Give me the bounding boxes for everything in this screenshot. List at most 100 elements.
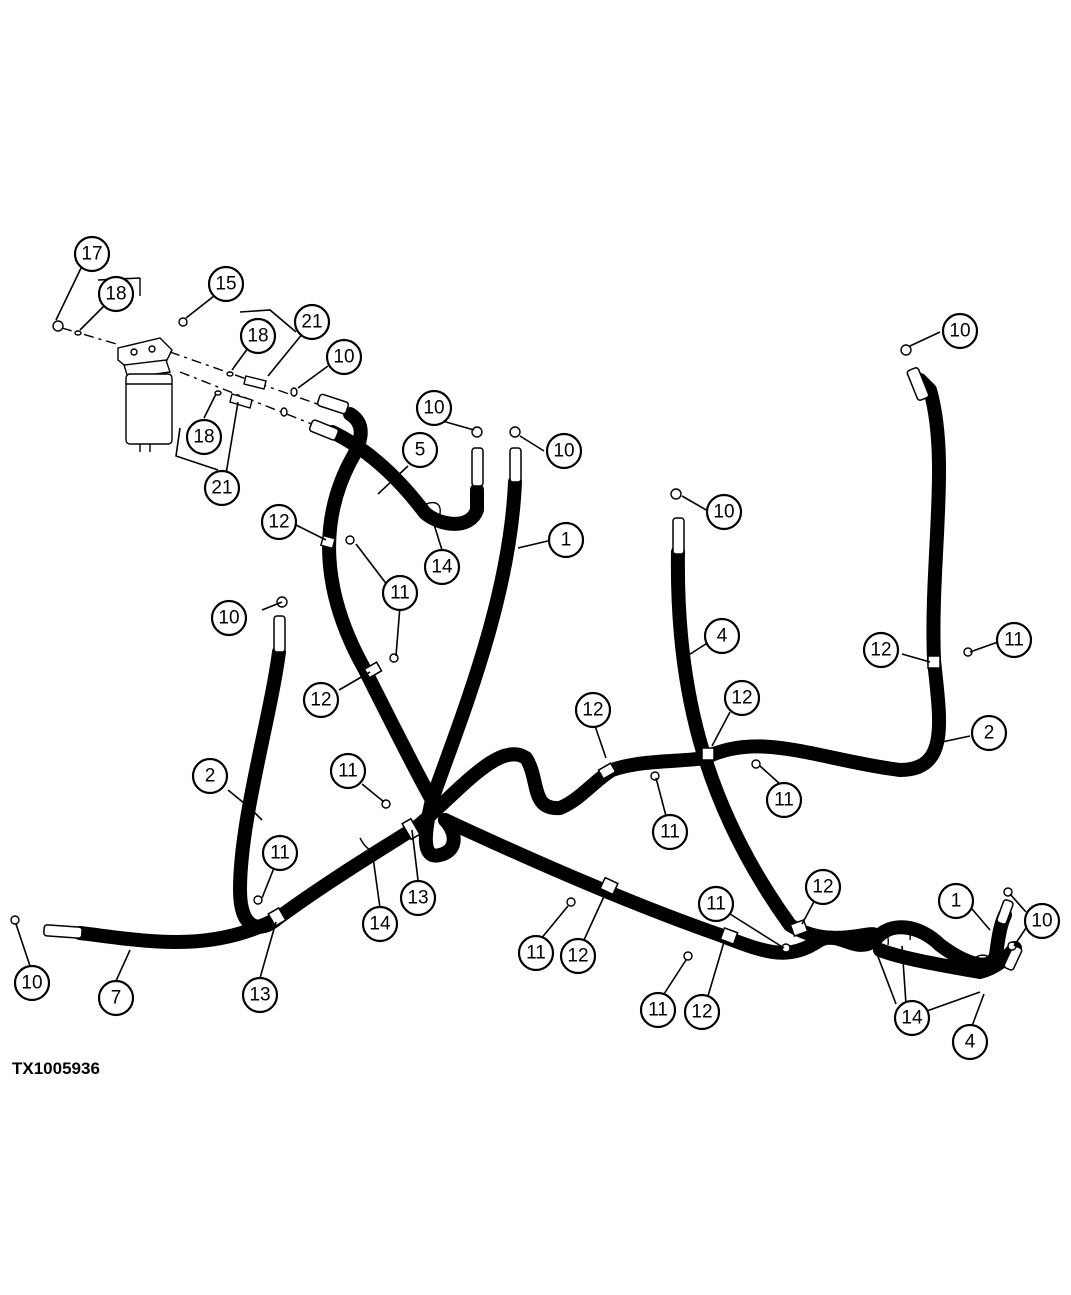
callout-18: 18 bbox=[239, 317, 277, 355]
hose-1-end bbox=[868, 908, 1012, 972]
callout-label: 12 bbox=[310, 690, 331, 711]
fuel-filter-assembly bbox=[117, 337, 173, 452]
callout-1: 1 bbox=[937, 882, 975, 920]
callout-label: 11 bbox=[1004, 630, 1024, 651]
callout-11: 11 bbox=[651, 813, 689, 851]
callout-label: 11 bbox=[660, 822, 680, 843]
callout-label: 12 bbox=[691, 1002, 712, 1023]
callout-12: 12 bbox=[260, 503, 298, 541]
callout-label: 10 bbox=[218, 608, 239, 629]
callout-label: 14 bbox=[369, 914, 391, 935]
callout-label: 12 bbox=[567, 946, 588, 967]
callout-label: 11 bbox=[774, 790, 794, 811]
callout-2: 2 bbox=[191, 757, 229, 795]
hoses bbox=[73, 373, 1022, 979]
callout-21: 21 bbox=[203, 469, 241, 507]
callout-11: 11 bbox=[517, 934, 555, 972]
callout-12: 12 bbox=[804, 868, 842, 906]
callout-13: 13 bbox=[399, 879, 437, 917]
callout-10: 10 bbox=[545, 432, 583, 470]
callout-12: 12 bbox=[559, 937, 597, 975]
callout-11: 11 bbox=[329, 752, 367, 790]
callout-label: 10 bbox=[553, 441, 574, 462]
callout-label: 10 bbox=[949, 321, 970, 342]
callout-label: 12 bbox=[268, 512, 289, 533]
callout-label: 1 bbox=[561, 530, 572, 551]
callout-label: 10 bbox=[21, 973, 42, 994]
hose-1-upper bbox=[425, 475, 522, 807]
callout-label: 21 bbox=[211, 478, 232, 499]
callout-12: 12 bbox=[683, 993, 721, 1031]
callout-10: 10 bbox=[13, 964, 51, 1002]
hose-2-left bbox=[233, 645, 286, 934]
callout-label: 4 bbox=[965, 1032, 976, 1053]
callout-4: 4 bbox=[951, 1023, 989, 1061]
callout-14: 14 bbox=[361, 905, 399, 943]
callout-17: 17 bbox=[73, 235, 111, 273]
callout-12: 12 bbox=[302, 681, 340, 719]
callout-label: 2 bbox=[984, 723, 995, 744]
hose-2-right bbox=[698, 373, 947, 777]
callout-21: 21 bbox=[293, 303, 331, 341]
callout-11: 11 bbox=[697, 885, 735, 923]
callout-label: 12 bbox=[812, 877, 833, 898]
callout-label: 12 bbox=[731, 688, 752, 709]
hose-ends bbox=[43, 367, 1023, 971]
callout-13: 13 bbox=[241, 976, 279, 1014]
callout-label: 14 bbox=[431, 557, 453, 578]
callout-10: 10 bbox=[941, 312, 979, 350]
callout-label: 13 bbox=[407, 888, 428, 909]
callouts: 17 18 15 18 21 18 21 10 10 10 5 14 1 12 … bbox=[13, 235, 1061, 1061]
figure-id: TX1005936 bbox=[12, 1059, 100, 1078]
callout-label: 4 bbox=[717, 626, 728, 647]
callout-label: 14 bbox=[901, 1008, 923, 1029]
callout-10: 10 bbox=[1023, 902, 1061, 940]
callout-label: 11 bbox=[338, 761, 358, 782]
callout-10: 10 bbox=[325, 338, 363, 376]
callout-12: 12 bbox=[862, 631, 900, 669]
callout-label: 11 bbox=[270, 843, 290, 864]
callout-18: 18 bbox=[185, 418, 223, 456]
callout-label: 5 bbox=[415, 440, 426, 461]
hose-filter-return bbox=[322, 407, 439, 807]
small-hardware bbox=[10, 344, 1017, 961]
callout-label: 7 bbox=[111, 988, 122, 1009]
callout-label: 11 bbox=[390, 583, 410, 604]
callout-label: 21 bbox=[301, 312, 322, 333]
callout-label: 11 bbox=[526, 943, 546, 964]
callout-1: 1 bbox=[547, 521, 585, 559]
callout-label: 2 bbox=[205, 766, 216, 787]
callout-7: 7 bbox=[97, 979, 135, 1017]
callout-label: 10 bbox=[423, 398, 444, 419]
callout-label: 18 bbox=[247, 326, 268, 347]
callout-10: 10 bbox=[705, 493, 743, 531]
callout-label: 10 bbox=[713, 502, 734, 523]
callout-11: 11 bbox=[261, 834, 299, 872]
filter-fittings bbox=[52, 278, 341, 429]
callout-label: 11 bbox=[706, 894, 726, 915]
callout-label: 12 bbox=[582, 700, 603, 721]
callout-15: 15 bbox=[207, 265, 245, 303]
callout-label: 13 bbox=[249, 985, 270, 1006]
leader-lines bbox=[15, 265, 1027, 1027]
callout-label: 1 bbox=[951, 891, 962, 912]
hose-junction-loop bbox=[418, 793, 461, 863]
callout-10: 10 bbox=[210, 599, 248, 637]
callout-14: 14 bbox=[893, 999, 931, 1037]
callout-5: 5 bbox=[401, 431, 439, 469]
callout-10: 10 bbox=[415, 389, 453, 427]
callout-label: 17 bbox=[81, 244, 102, 265]
clamps bbox=[267, 501, 994, 973]
callout-12: 12 bbox=[723, 679, 761, 717]
callout-2: 2 bbox=[970, 714, 1008, 752]
hose-middle bbox=[411, 747, 712, 833]
callout-4: 4 bbox=[703, 617, 741, 655]
callout-12: 12 bbox=[574, 691, 612, 729]
callout-label: 10 bbox=[333, 347, 354, 368]
callout-label: 15 bbox=[215, 274, 236, 295]
callout-label: 10 bbox=[1031, 911, 1052, 932]
callout-label: 18 bbox=[105, 284, 126, 305]
callout-11: 11 bbox=[765, 781, 803, 819]
callout-11: 11 bbox=[381, 574, 419, 612]
